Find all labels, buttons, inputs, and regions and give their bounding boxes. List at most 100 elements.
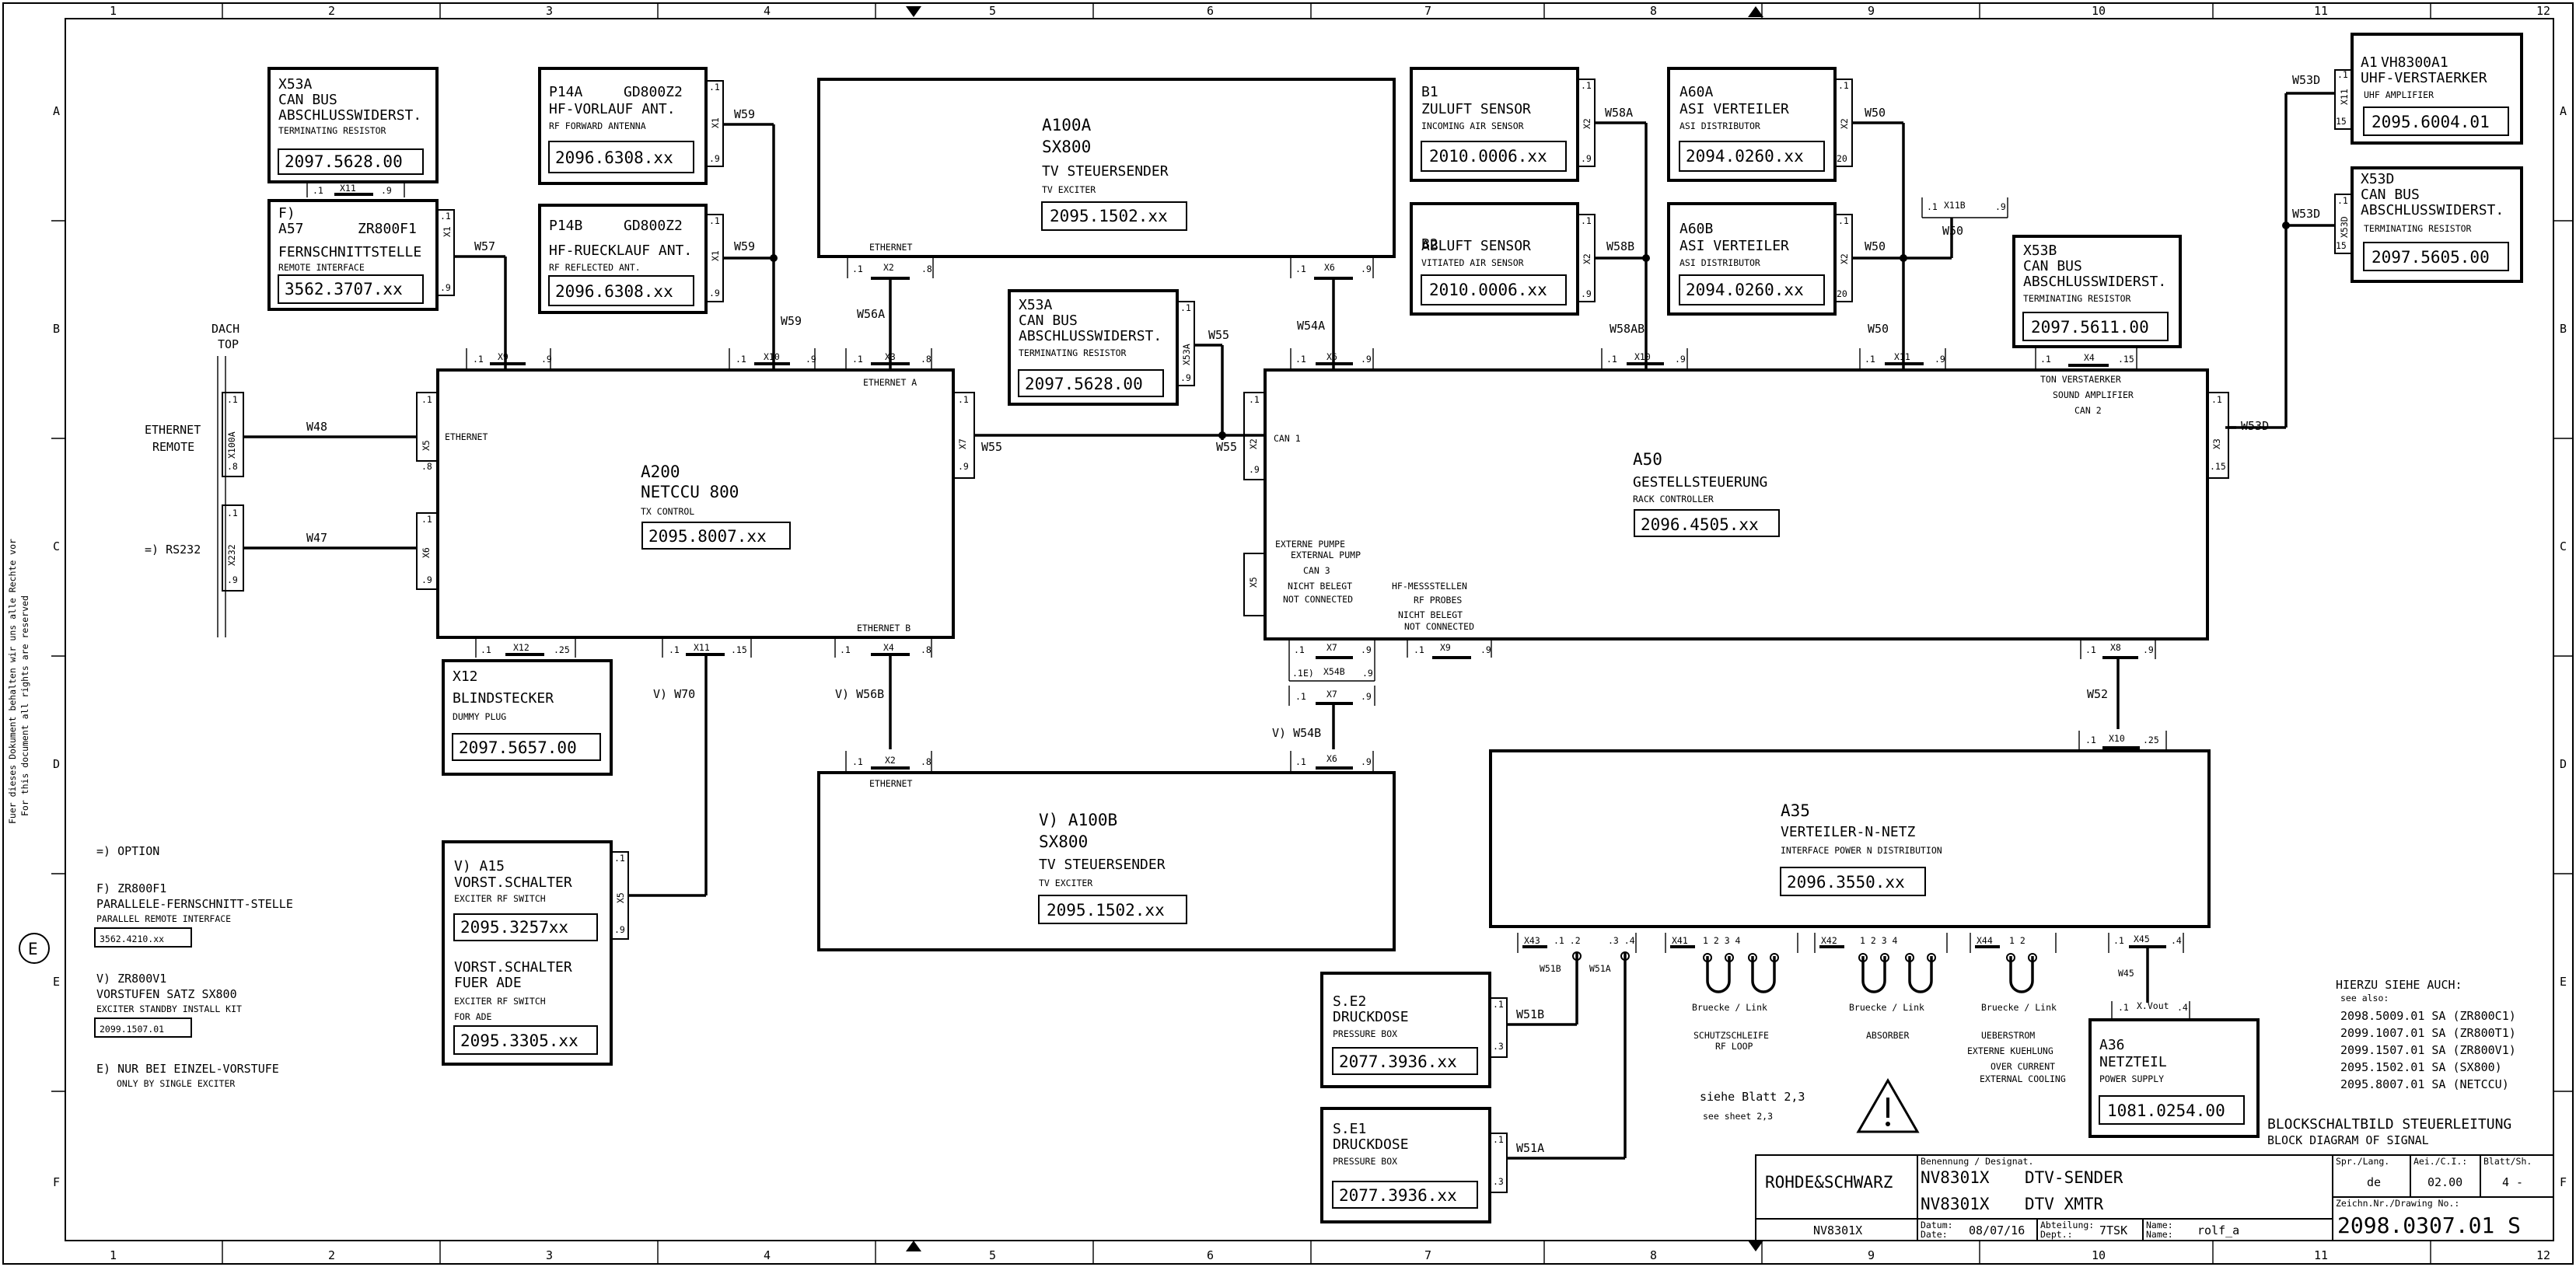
svg-text:W58A: W58A: [1605, 106, 1633, 120]
svg-text:HF-MESSSTELLEN: HF-MESSSTELLEN: [1392, 581, 1467, 592]
row-label-c: C: [53, 539, 60, 553]
svg-text:A100A: A100A: [1042, 116, 1092, 134]
module-a35: A35 VERTEILER-N-NETZ INTERFACE POWER N D…: [1489, 731, 2211, 928]
svg-text:ABSORBER: ABSORBER: [1866, 1030, 1909, 1041]
svg-text:E): E): [1303, 668, 1314, 679]
svg-text:V) A100B: V) A100B: [1039, 811, 1117, 829]
svg-text:.15: .15: [2210, 461, 2226, 472]
svg-text:X2: X2: [883, 262, 894, 273]
svg-text:7: 7: [1424, 1248, 1431, 1262]
svg-text:W51A: W51A: [1589, 963, 1611, 974]
svg-text:9: 9: [1868, 1248, 1875, 1262]
module-a100a: A100A SX800 TV STEUERSENDER TV EXCITER 2…: [817, 78, 1396, 280]
svg-text:X10: X10: [764, 351, 780, 362]
svg-text:2097.5628.00: 2097.5628.00: [1025, 375, 1143, 393]
module-a200: A200 NETCCU 800 TX CONTROL 2095.8007.xx …: [436, 368, 955, 639]
svg-text:X11: X11: [340, 183, 356, 194]
svg-text:F) ZR800F1: F) ZR800F1: [96, 881, 166, 895]
svg-text:.1: .1: [1295, 264, 1306, 274]
svg-text:2095.6004.01: 2095.6004.01: [2372, 113, 2490, 131]
svg-text:.8: .8: [921, 644, 931, 655]
svg-text:DRUCKDOSE: DRUCKDOSE: [1333, 1136, 1409, 1153]
svg-text:EXCITER STANDBY INSTALL KIT: EXCITER STANDBY INSTALL KIT: [96, 1003, 242, 1014]
svg-text:1 2 3 4: 1 2 3 4: [1860, 935, 1898, 946]
svg-text:X6: X6: [421, 547, 432, 558]
module-se2: S.E2 DRUCKDOSE PRESSURE BOX 2077.3936.xx…: [1320, 972, 1577, 1088]
module-a100b: V) A100B SX800 TV STEUERSENDER TV EXCITE…: [817, 751, 1396, 951]
svg-text:UEBERSTROM: UEBERSTROM: [1981, 1030, 2035, 1041]
a35-bottom-connectors: X43 .1 .2 .3 .4 W51B W51A X41 1 2 3 4 X4…: [1517, 933, 2184, 1158]
svg-text:.1: .1: [1295, 756, 1306, 767]
svg-text:X1: X1: [442, 226, 453, 237]
svg-text:.8: .8: [921, 756, 931, 767]
svg-text:.1: .1: [1493, 999, 1504, 1010]
svg-text:B1: B1: [1421, 84, 1438, 100]
svg-text:X3: X3: [2211, 438, 2222, 449]
svg-text:.9: .9: [440, 282, 451, 293]
svg-text:.1: .1: [958, 394, 969, 405]
svg-text:.1: .1: [840, 644, 851, 655]
svg-text:8: 8: [1650, 1248, 1657, 1262]
svg-text:A57: A57: [278, 221, 304, 237]
module-a1: A1 VH8300A1 UHF-VERSTAERKER UHF AMPLIFIE…: [2334, 33, 2523, 145]
svg-text:.15: .15: [2118, 354, 2134, 365]
svg-text:X7: X7: [957, 438, 968, 449]
svg-text:A: A: [2560, 104, 2567, 118]
svg-text:.8: .8: [421, 461, 432, 472]
svg-text:CAN BUS: CAN BUS: [278, 92, 337, 108]
svg-text:DRUCKDOSE: DRUCKDOSE: [1333, 1009, 1409, 1025]
svg-text:RF LOOP: RF LOOP: [1715, 1041, 1753, 1052]
svg-text:For this document all rights a: For this document all rights are reserve…: [19, 595, 30, 816]
module-p14b: P14B GD800Z2 HF-RUECKLAUF ANT. RF REFLEC…: [538, 124, 802, 355]
svg-text:.1: .1: [1927, 201, 1938, 212]
svg-text:.1: .1: [1606, 354, 1617, 365]
svg-text:.1: .1: [313, 185, 323, 196]
svg-text:ETHERNET: ETHERNET: [869, 778, 912, 789]
module-b2: B2 ABLUFT SENSOR VITIATED AIR SENSOR 201…: [1410, 123, 1650, 350]
svg-text:.1: .1: [2118, 1002, 2129, 1013]
svg-text:.9: .9: [1581, 288, 1592, 299]
warning-icon: [1856, 1077, 1920, 1133]
svg-text:7TSK: 7TSK: [2099, 1223, 2127, 1237]
module-x12: X12 BLINDSTECKER DUMMY PLUG 2097.5657.00: [442, 659, 613, 776]
svg-text:W51A: W51A: [1516, 1141, 1544, 1155]
svg-text:W52: W52: [2087, 687, 2108, 701]
svg-text:.15: .15: [731, 644, 747, 655]
svg-text:X11: X11: [694, 642, 710, 653]
svg-text:X45: X45: [2134, 934, 2150, 944]
svg-text:4 -: 4 -: [2502, 1175, 2523, 1189]
svg-text:.1: .1: [2337, 195, 2348, 206]
svg-text:X6: X6: [1326, 753, 1337, 764]
module-se1: S.E1 DRUCKDOSE PRESSURE BOX 2077.3936.xx…: [1320, 1107, 1625, 1223]
svg-text:2077.3936.xx: 2077.3936.xx: [1339, 1052, 1457, 1071]
bridge-links: Bruecke / Link SCHUTZSCHLEIFE RF LOOP Br…: [1692, 953, 2066, 1084]
svg-text:X53B: X53B: [2023, 243, 2057, 259]
svg-text:B2: B2: [1421, 236, 1438, 253]
title-block: BLOCKSCHALTBILD STEUERLEITUNG BLOCK DIAG…: [1755, 1116, 2554, 1241]
svg-text:W51B: W51B: [1516, 1007, 1544, 1021]
svg-text:Blatt/Sh.: Blatt/Sh.: [2483, 1156, 2532, 1167]
svg-text:.9: .9: [709, 288, 720, 298]
svg-text:V) A15: V) A15: [454, 858, 505, 874]
svg-text:ASI DISTRIBUTOR: ASI DISTRIBUTOR: [1679, 257, 1760, 268]
svg-text:TOP: TOP: [218, 337, 239, 351]
svg-text:.1: .1: [2040, 354, 2051, 365]
svg-text:Abteilung:: Abteilung:: [2040, 1220, 2094, 1230]
svg-text:TERMINATING RESISTOR: TERMINATING RESISTOR: [2023, 293, 2131, 304]
svg-text:2099.1507.01 SA (ZR800V1): 2099.1507.01 SA (ZR800V1): [2340, 1043, 2516, 1057]
svg-text:2094.0260.xx: 2094.0260.xx: [1686, 281, 1804, 299]
svg-text:2099.1007.01 SA (ZR800T1): 2099.1007.01 SA (ZR800T1): [2340, 1026, 2516, 1040]
svg-text:NV8301X: NV8301X: [1921, 1195, 1990, 1213]
svg-text:X100A: X100A: [226, 431, 237, 459]
svg-text:.1 .2: .1 .2: [1554, 935, 1581, 946]
module-x53a-mid: X53A CAN BUS ABSCHLUSSWIDERST. TERMINATI…: [1008, 289, 1229, 440]
svg-text:A50: A50: [1633, 450, 1662, 469]
svg-text:de: de: [2367, 1175, 2381, 1189]
row-label-f: F: [53, 1175, 60, 1189]
svg-text:X7: X7: [1326, 689, 1337, 700]
svg-text:TERMINATING RESISTOR: TERMINATING RESISTOR: [1019, 347, 1127, 358]
cable-w53d: W53D W53D W53D: [2225, 73, 2335, 433]
svg-text:2098.5009.01 SA (ZR800C1): 2098.5009.01 SA (ZR800C1): [2340, 1009, 2516, 1023]
svg-text:DTV XMTR: DTV XMTR: [2025, 1195, 2104, 1213]
